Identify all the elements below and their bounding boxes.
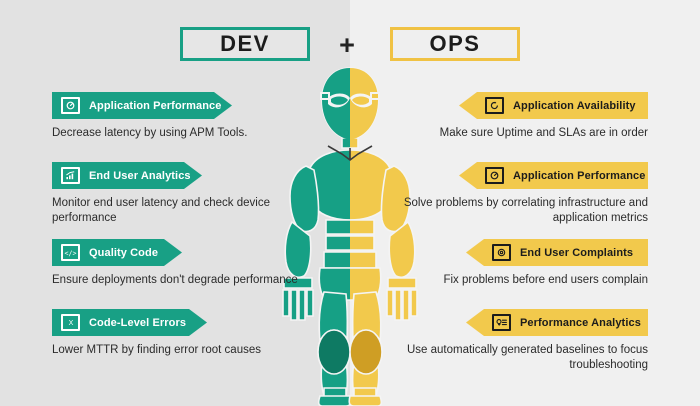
ops-banner-label: Application Performance (513, 169, 646, 182)
dev-banner-label: Code-Level Errors (89, 316, 187, 329)
figure-collar-detail (327, 145, 373, 161)
ops-title-box: OPS (390, 27, 520, 61)
dev-banner-end-user-analytics[interactable]: End User Analytics (52, 162, 202, 189)
dev-desc-quality-code: Ensure deployments don't degrade perform… (52, 274, 298, 286)
ops-banner-label: Performance Analytics (520, 316, 641, 329)
ops-desc-end-user-complaints: Fix problems before end users complain (443, 274, 648, 286)
dev-desc-code-level-errors: Lower MTTR by finding error root causes (52, 344, 261, 356)
ops-desc-application-performance: Solve problems by correlating infrastruc… (403, 197, 648, 224)
ops-banner-performance-analytics[interactable]: Performance Analytics (466, 309, 648, 336)
dev-banner-label: End User Analytics (89, 169, 191, 182)
figure-right-half-yellow (350, 67, 418, 406)
dev-title-box: DEV (180, 27, 310, 61)
android-figure (270, 62, 430, 406)
ops-banner-label: End User Complaints (520, 246, 634, 259)
dev-banner-label: Quality Code (89, 246, 159, 259)
bar-chart-icon (61, 167, 80, 184)
ops-desc-performance-analytics: Use automatically generated baselines to… (406, 344, 648, 371)
svg-text:</>: </> (65, 249, 77, 257)
refresh-icon (485, 97, 504, 114)
gauge-icon (61, 97, 80, 114)
code-brackets-icon: </> (61, 244, 80, 261)
ops-banner-application-availability[interactable]: Application Availability (459, 92, 648, 119)
plus-icon: + (332, 30, 362, 60)
dev-banner-application-performance[interactable]: Application Performance (52, 92, 232, 119)
figure-left-half-green (282, 67, 350, 406)
dev-title-label: DEV (220, 31, 270, 56)
gauge-icon (485, 167, 504, 184)
ops-banner-label: Application Availability (513, 99, 636, 112)
ops-banner-end-user-complaints[interactable]: End User Complaints (466, 239, 648, 266)
ops-title-label: OPS (429, 31, 481, 56)
svg-text:X: X (68, 320, 73, 327)
dev-desc-application-performance: Decrease latency by using APM Tools. (52, 127, 248, 139)
x-error-icon: X (61, 314, 80, 331)
ops-banner-application-performance[interactable]: Application Performance (459, 162, 648, 189)
at-sign-icon (492, 244, 511, 261)
dev-banner-code-level-errors[interactable]: X Code-Level Errors (52, 309, 207, 336)
plus-label: + (339, 29, 355, 60)
dev-desc-end-user-analytics: Monitor end user latency and check devic… (52, 197, 270, 224)
dev-banner-quality-code[interactable]: </> Quality Code (52, 239, 182, 266)
dev-banner-label: Application Performance (89, 99, 222, 112)
analytics-list-icon (492, 314, 511, 331)
ops-desc-application-availability: Make sure Uptime and SLAs are in order (439, 127, 648, 139)
